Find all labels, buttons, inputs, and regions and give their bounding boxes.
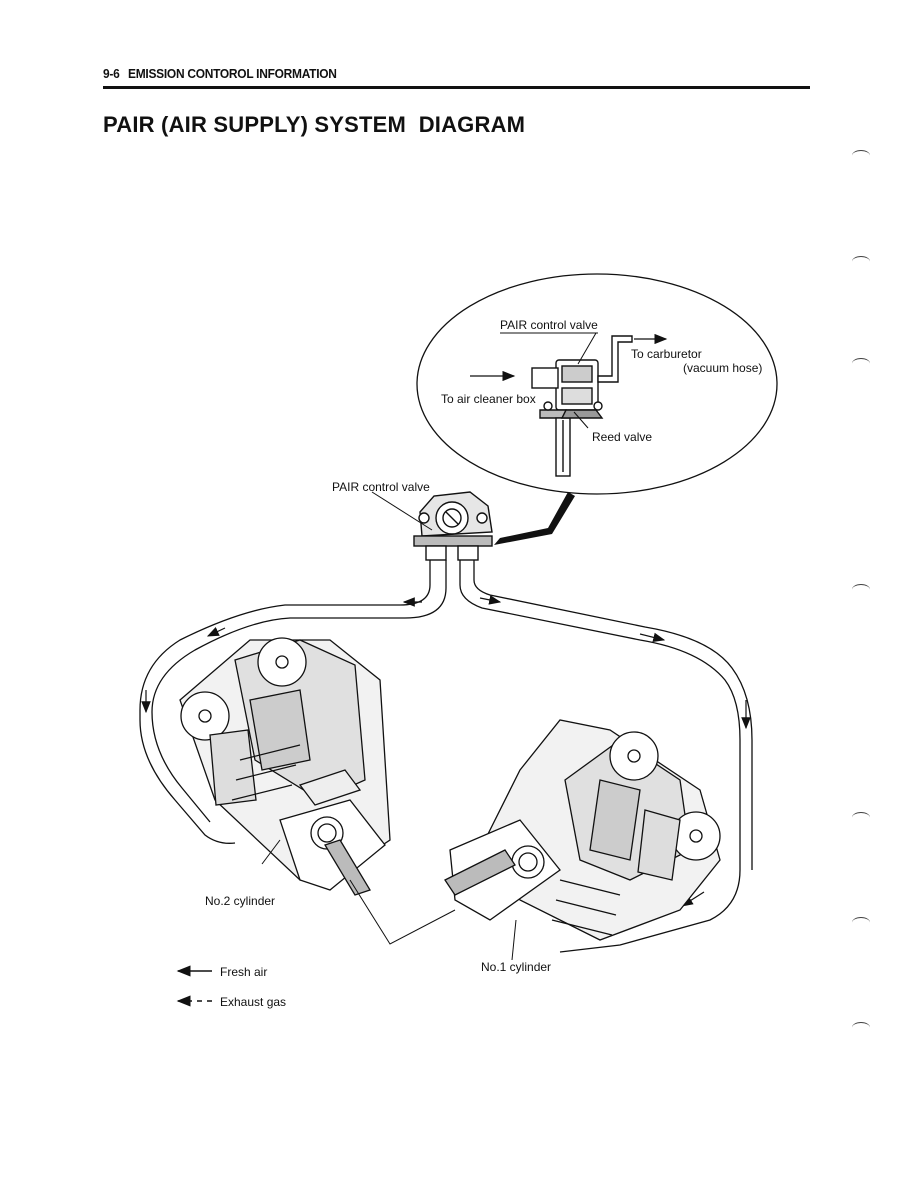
callout-detail: PAIR control valve To carburetor (vacuum… (416, 273, 778, 545)
binding-mark (852, 584, 870, 595)
callout-pointer (494, 492, 575, 545)
binding-mark (852, 256, 870, 267)
binding-mark (852, 150, 870, 161)
cylinder-2-label: No.2 cylinder (205, 894, 275, 908)
cylinder-no1 (444, 719, 721, 941)
vacuum-hose-label: (vacuum hose) (683, 361, 762, 375)
valve-leader-line (371, 491, 433, 531)
binding-mark (852, 1022, 870, 1033)
legend: Fresh air Exhaust gas (176, 965, 286, 1009)
callout-ellipse (416, 273, 778, 495)
to-air-cleaner-label: To air cleaner box (441, 392, 536, 406)
page-number: 9-6 (103, 66, 120, 81)
pair-valve-detail (531, 335, 633, 477)
binding-mark (852, 917, 870, 928)
reed-valve-label: Reed valve (592, 430, 652, 444)
cylinder-no2 (179, 637, 391, 896)
callout-pair-valve-label: PAIR control valve (500, 318, 598, 332)
valve-leader-line (577, 332, 597, 365)
pair-control-valve (413, 491, 493, 561)
header-rule (103, 86, 810, 89)
reed-leader-line (573, 411, 589, 429)
legend-exhaust-gas: Exhaust gas (220, 995, 286, 1009)
left-hose (139, 560, 447, 844)
page-title: PAIR (AIR SUPPLY) SYSTEM DIAGRAM (103, 112, 526, 137)
cylinder-link-line (349, 879, 456, 945)
page-header: 9-6 EMISSION CONTOROL INFORMATION (103, 66, 337, 81)
section-title: EMISSION CONTOROL INFORMATION (128, 66, 337, 81)
to-carburetor-label: To carburetor (631, 347, 702, 361)
main-pair-valve-label: PAIR control valve (332, 480, 430, 494)
cylinder2-leader (261, 839, 281, 865)
binding-mark (852, 812, 870, 823)
cylinder-1-label: No.1 cylinder (481, 960, 551, 974)
binding-mark (852, 358, 870, 369)
cylinder1-leader (511, 919, 517, 961)
legend-fresh-air: Fresh air (220, 965, 267, 979)
right-hose (459, 560, 753, 953)
